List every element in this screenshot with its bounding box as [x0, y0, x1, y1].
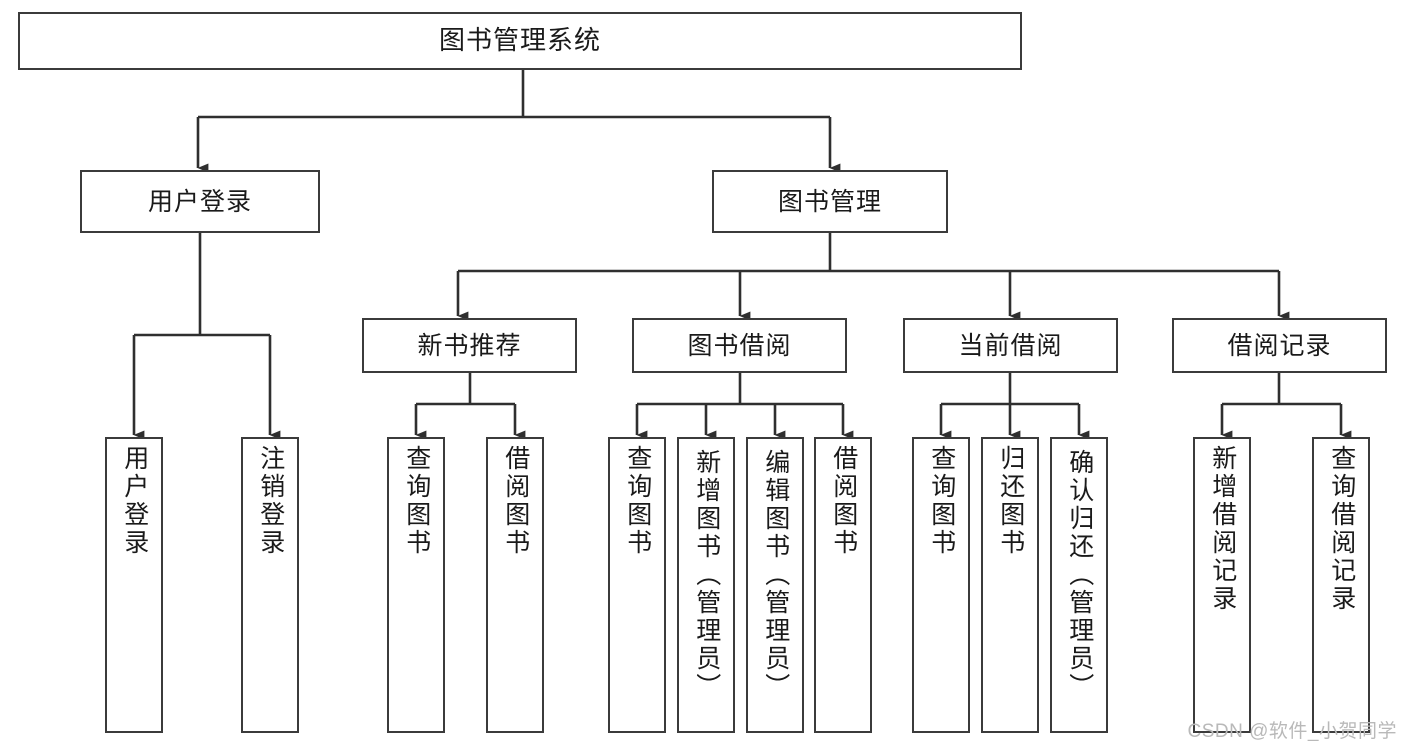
node-label: 图书借阅	[687, 331, 792, 360]
leaf-query-book-recommend[interactable]: 查询图书	[387, 437, 445, 733]
node-label: 确认归还（管理员）	[1065, 449, 1094, 701]
node-label: 借阅记录	[1227, 331, 1332, 360]
node-book-management[interactable]: 图书管理	[712, 170, 948, 233]
leaf-user-login[interactable]: 用户登录	[105, 437, 163, 733]
node-current-borrow[interactable]: 当前借阅	[903, 318, 1118, 373]
leaf-confirm-return-admin[interactable]: 确认归还（管理员）	[1050, 437, 1108, 733]
node-label: 新增图书（管理员）	[692, 449, 721, 701]
node-label: 借阅图书	[501, 445, 530, 557]
leaf-add-borrow-record[interactable]: 新增借阅记录	[1193, 437, 1251, 733]
node-label: 查询图书	[927, 445, 956, 557]
node-label: 图书管理系统	[438, 25, 601, 56]
node-label: 查询图书	[623, 445, 652, 557]
node-label: 查询借阅记录	[1327, 445, 1356, 613]
csdn-watermark: CSDN @软件_小贺同学	[1187, 721, 1397, 742]
node-label: 用户登录	[120, 445, 149, 557]
node-label: 用户登录	[147, 187, 252, 216]
leaf-return-book[interactable]: 归还图书	[981, 437, 1039, 733]
leaf-query-borrow-record[interactable]: 查询借阅记录	[1312, 437, 1370, 733]
node-user-login[interactable]: 用户登录	[80, 170, 320, 233]
node-root-book-management-system[interactable]: 图书管理系统	[18, 12, 1022, 70]
node-label: 新增借阅记录	[1208, 445, 1237, 613]
leaf-add-book-admin[interactable]: 新增图书（管理员）	[677, 437, 735, 733]
leaf-borrow-book-recommend[interactable]: 借阅图书	[486, 437, 544, 733]
leaf-borrow-book[interactable]: 借阅图书	[814, 437, 872, 733]
node-label: 当前借阅	[958, 331, 1063, 360]
node-label: 查询图书	[402, 445, 431, 557]
leaf-edit-book-admin[interactable]: 编辑图书（管理员）	[746, 437, 804, 733]
node-label: 新书推荐	[417, 331, 522, 360]
node-new-book-recommend[interactable]: 新书推荐	[362, 318, 577, 373]
node-book-borrow[interactable]: 图书借阅	[632, 318, 847, 373]
node-label: 图书管理	[777, 187, 882, 216]
node-label: 编辑图书（管理员）	[761, 449, 790, 701]
node-label: 归还图书	[996, 445, 1025, 557]
leaf-query-book-borrow[interactable]: 查询图书	[608, 437, 666, 733]
node-label: 借阅图书	[829, 445, 858, 557]
leaf-query-book-current[interactable]: 查询图书	[912, 437, 970, 733]
leaf-logout-login[interactable]: 注销登录	[241, 437, 299, 733]
node-borrow-record[interactable]: 借阅记录	[1172, 318, 1387, 373]
node-label: 注销登录	[256, 445, 285, 557]
